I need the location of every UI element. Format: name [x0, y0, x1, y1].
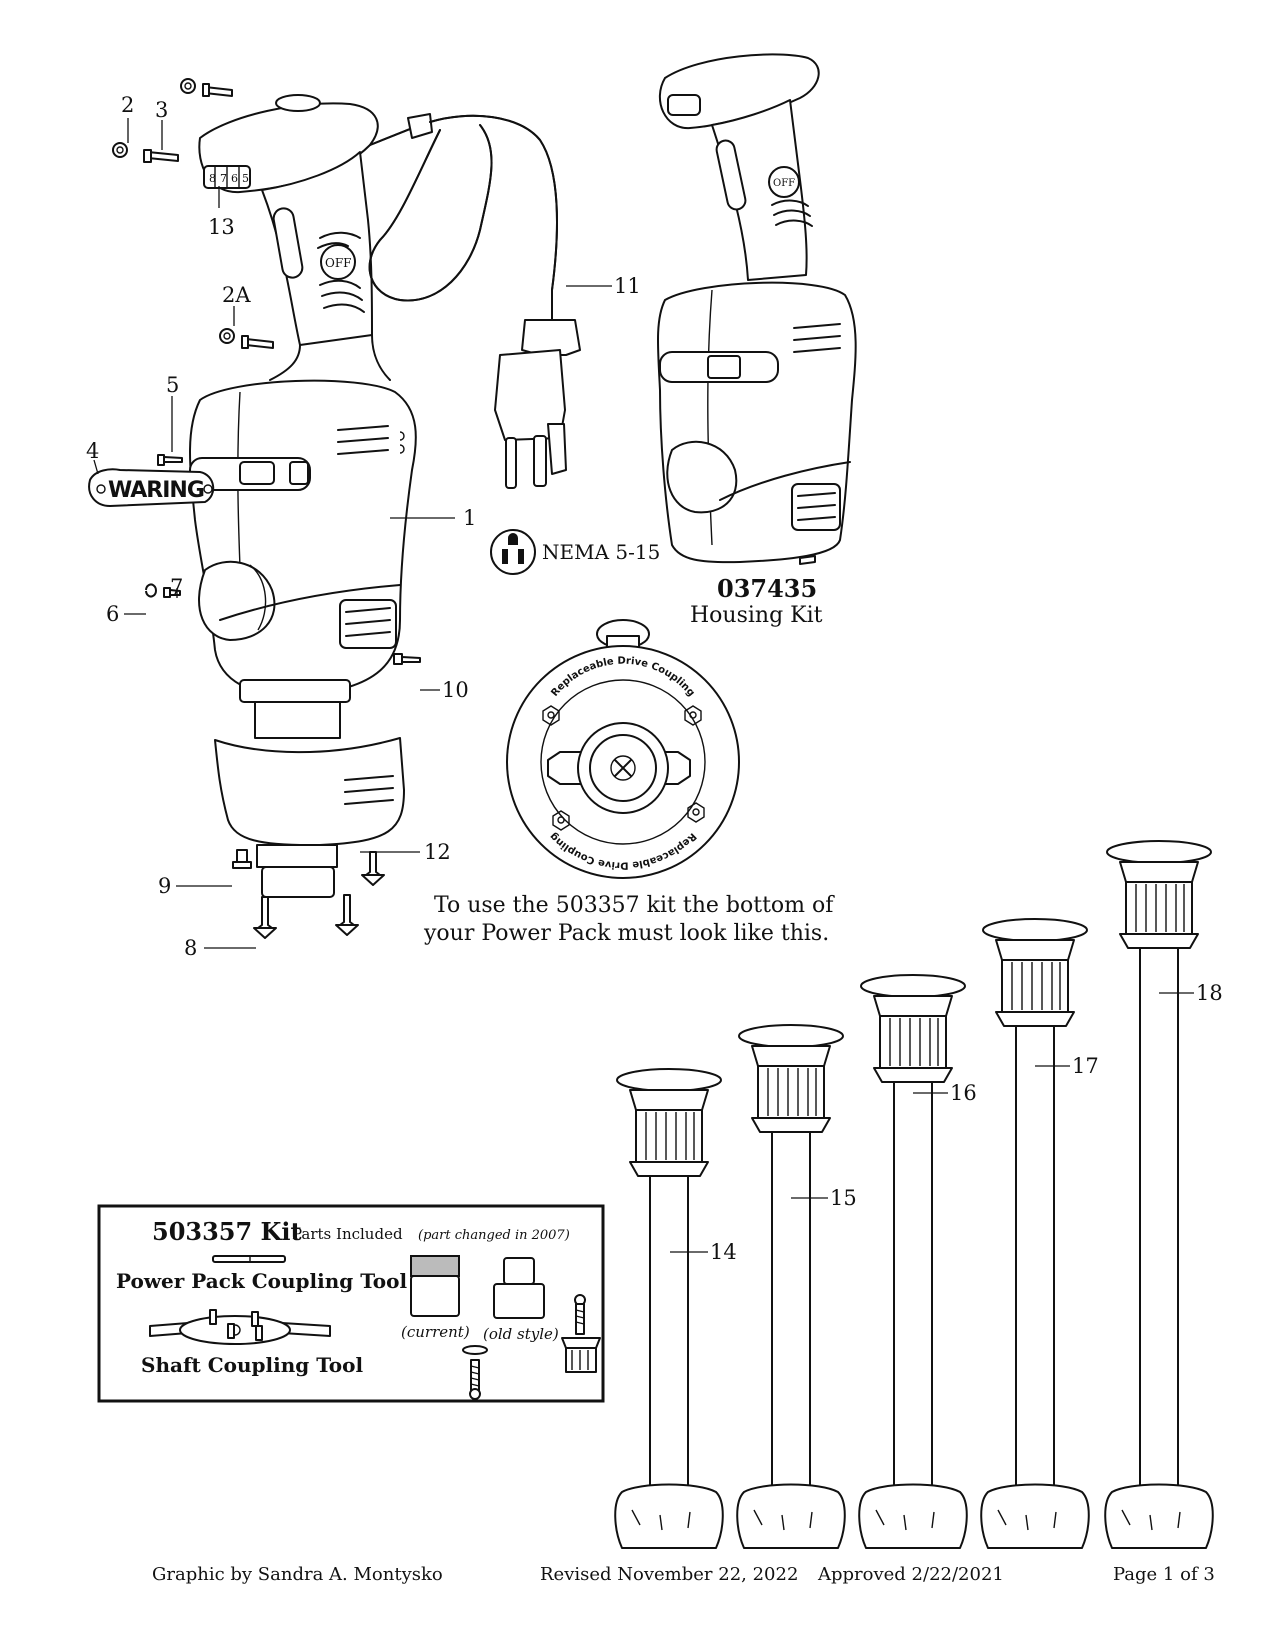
- power-pack-coupling-tool-label: Power Pack Coupling Tool: [116, 1269, 407, 1293]
- plug-type-label: NEMA 5-15: [542, 540, 660, 564]
- callout-16: 16: [950, 1081, 977, 1105]
- callout-5: 5: [166, 373, 179, 397]
- callout-2a: 2A: [222, 283, 251, 307]
- callout-9: 9: [158, 874, 171, 898]
- footer-graphic-by: Graphic by Sandra A. Montysko: [152, 1564, 443, 1585]
- current-label: (current): [401, 1323, 470, 1341]
- housing-off-switch-label: OFF: [773, 178, 795, 189]
- kit-title: 503357 Kit: [152, 1217, 302, 1246]
- speed-dial-5: 5: [242, 172, 249, 185]
- power-cord: [368, 113, 581, 489]
- shaft-14: [614, 1068, 724, 1549]
- callout-7: 7: [170, 575, 183, 599]
- off-switch-label: OFF: [325, 256, 352, 270]
- coupling-note-line2: your Power Pack must look like this.: [423, 921, 829, 946]
- kit-subtitle: Parts Included: [292, 1225, 403, 1243]
- callout-11: 11: [614, 274, 641, 298]
- footer-revised: Revised November 22, 2022: [540, 1564, 798, 1585]
- old-style-coupling-icon: [493, 1257, 545, 1319]
- coupling-note-line1: To use the 503357 kit the bottom of: [434, 893, 835, 918]
- speed-dial: 8 7 6 5: [203, 165, 251, 189]
- kit-screw-icon: [469, 1359, 481, 1400]
- waring-logo-text: WARING: [108, 478, 204, 503]
- kit-bolt-icon: [574, 1294, 586, 1335]
- power-pack-coupling-tool-icon: [212, 1255, 286, 1263]
- callout-4: 4: [86, 439, 99, 463]
- drive-coupling-view: Replaceable Drive Coupling Replaceable D…: [506, 619, 740, 879]
- shaft-17: [980, 918, 1090, 1549]
- callout-17: 17: [1072, 1054, 1099, 1078]
- callout-1: 1: [463, 506, 476, 530]
- off-switch-icon: [320, 244, 356, 280]
- current-coupling-icon: [410, 1255, 460, 1317]
- shaft-coupling-tool-label: Shaft Coupling Tool: [141, 1353, 363, 1377]
- callout-3: 3: [155, 98, 168, 122]
- callout-leaders: [93, 118, 1194, 1253]
- housing-kit-part-number: 037435: [717, 574, 817, 603]
- footer-approved: Approved 2/22/2021: [817, 1564, 1004, 1585]
- callout-15: 15: [830, 1186, 857, 1210]
- callout-8: 8: [184, 936, 197, 960]
- housing-kit-illustration: OFF: [657, 53, 857, 565]
- kit-503357-box: 503357 Kit Parts Included (part changed …: [97, 1204, 605, 1403]
- callout-6: 6: [106, 602, 119, 626]
- housing-kit-name: Housing Kit: [690, 603, 823, 628]
- kit-gear-coupling-icon: [561, 1337, 601, 1373]
- kit-note: (part changed in 2007): [418, 1228, 570, 1243]
- shaft-coupling-tool-icon: [149, 1309, 331, 1345]
- footer-page: Page 1 of 3: [1113, 1564, 1215, 1585]
- speed-dial-7: 7: [220, 172, 227, 185]
- hardware-parts: [112, 78, 421, 939]
- nema-outlet-icon: [490, 529, 536, 575]
- waring-badge-logo: WARING: [88, 468, 215, 507]
- shaft-18: [1104, 840, 1214, 1549]
- housing-off-switch-icon: [768, 166, 800, 198]
- shaft-15: [736, 1024, 846, 1549]
- callout-13: 13: [208, 215, 235, 239]
- callout-12: 12: [424, 840, 451, 864]
- callout-14: 14: [710, 1240, 737, 1264]
- blender-shafts: [614, 840, 1214, 1549]
- speed-dial-8: 8: [209, 172, 216, 185]
- shaft-16: [858, 974, 968, 1549]
- callout-18: 18: [1196, 981, 1223, 1005]
- callout-10: 10: [442, 678, 469, 702]
- speed-dial-6: 6: [231, 172, 238, 185]
- power-pack-assembly: 8 7 6 5 OFF: [189, 94, 417, 898]
- callout-2: 2: [121, 93, 134, 117]
- old-style-label: (old style): [483, 1325, 559, 1343]
